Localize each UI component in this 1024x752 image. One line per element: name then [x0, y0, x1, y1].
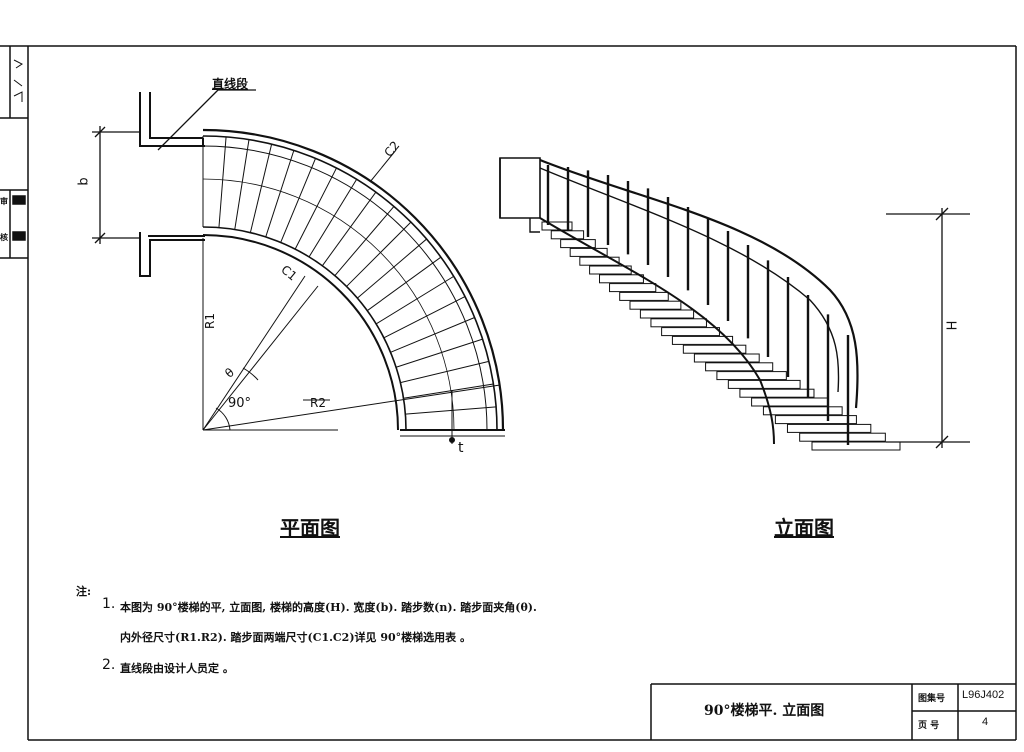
- tread-line: [357, 238, 427, 299]
- tread-line: [334, 206, 395, 276]
- stair-step: [727, 379, 801, 389]
- tread-line: [400, 360, 489, 384]
- thickness-dim-point: [449, 437, 455, 443]
- tread-line: [294, 167, 337, 250]
- tread-line: [280, 158, 316, 243]
- margin-stamp-1: 审: [0, 197, 8, 206]
- plan-dimension-b: [92, 126, 140, 244]
- sheet-frame: [0, 45, 1017, 741]
- note-2-line: 直线段由设计人员定 。: [120, 662, 234, 675]
- landing-wall: [139, 232, 205, 277]
- stair-step: [599, 274, 644, 284]
- note-1-line-1: 本图为 90°楼梯的平, 立面图, 楼梯的高度(H). 宽度(b). 踏步数(n…: [120, 601, 537, 614]
- stair-step: [716, 371, 787, 381]
- drawing-title: 90°楼梯平. 立面图: [704, 703, 825, 719]
- stair-step: [799, 432, 886, 442]
- c2-guide-line: [369, 149, 397, 183]
- page-number-label: 页 号: [918, 721, 940, 731]
- stair-step: [639, 309, 695, 319]
- stair-step: [682, 344, 747, 354]
- tread-line: [405, 406, 497, 415]
- landing-beam: [529, 218, 540, 233]
- c1-guide-line: [202, 275, 306, 431]
- stair-step: [811, 441, 901, 451]
- stair-step: [671, 335, 734, 345]
- page-number-value: 4: [982, 716, 989, 728]
- atlas-number-label: 图集号: [918, 694, 946, 704]
- tread-line: [321, 191, 377, 267]
- tread-line: [390, 317, 475, 353]
- r2-label: R2: [310, 396, 326, 410]
- inner-handrail-arc: [202, 226, 407, 431]
- tread-line: [395, 338, 483, 368]
- stair-step: [619, 291, 669, 301]
- inner-handrail: [539, 167, 840, 393]
- landing-wall: [149, 92, 203, 139]
- note-1-number: 1.: [102, 596, 116, 612]
- stair-step: [786, 423, 872, 433]
- stair-step: [739, 388, 815, 398]
- margin-stamp-2: 核: [0, 233, 8, 242]
- tread-line: [234, 139, 250, 230]
- stair-step: [661, 327, 720, 337]
- elevation-view: [499, 157, 901, 451]
- stair-step: [560, 239, 596, 249]
- tread-line: [403, 383, 494, 399]
- angle-arc: [215, 407, 231, 431]
- elevation-dimension-h: [886, 207, 970, 449]
- atlas-number-value: L96J402: [962, 689, 1005, 701]
- t-label: t: [458, 440, 464, 456]
- elevation-title: 立面图: [774, 516, 834, 540]
- tread-line: [346, 221, 412, 287]
- stair-step: [762, 406, 843, 416]
- tread-line: [366, 256, 442, 312]
- tread-line: [308, 179, 358, 258]
- straight-segment-leader: [157, 89, 256, 151]
- stair-step: [589, 265, 632, 275]
- tread-line: [249, 144, 273, 233]
- tread-line: [218, 136, 227, 228]
- stair-step: [609, 283, 657, 293]
- theta-arc: [242, 367, 259, 381]
- outer-handrail: [539, 158, 859, 409]
- plan-view: [139, 92, 505, 444]
- stair-step: [705, 362, 774, 372]
- stair-step: [579, 256, 620, 266]
- title-block: [650, 683, 1016, 740]
- tread-line: [383, 296, 466, 339]
- note-1-line-2: 内外径尺寸(R1.R2). 踏步面两端尺寸(C1.C2)详见 90°楼梯选用表 …: [120, 631, 472, 644]
- outer-stringer-arc: [202, 128, 505, 431]
- top-landing: [499, 157, 541, 219]
- walk-line-arc: [202, 178, 455, 431]
- stair-step: [569, 247, 608, 257]
- stair-step: [550, 230, 585, 240]
- dimension-b-label: b: [76, 177, 92, 186]
- stair-step: [541, 221, 573, 231]
- stair-step: [650, 318, 707, 328]
- inner-stringer-arc: [202, 234, 399, 431]
- dimension-h-label: H: [945, 320, 961, 331]
- note-2-number: 2.: [102, 657, 116, 673]
- stair-step: [751, 397, 829, 407]
- stair-step: [774, 415, 857, 425]
- stair-step: [629, 300, 682, 310]
- tread-line: [375, 275, 454, 325]
- radius-r2-line: [202, 384, 501, 431]
- outer-walk-line-arc: [202, 145, 488, 431]
- landing-wall: [139, 92, 205, 147]
- plan-title: 平面图: [280, 516, 340, 540]
- tread-line: [265, 150, 295, 238]
- r1-label: R1: [202, 313, 217, 329]
- angle-90-label: 90°: [228, 396, 252, 411]
- stair-step: [693, 353, 760, 363]
- straight-segment-label: 直线段: [212, 77, 249, 91]
- notes-heading: 注:: [76, 585, 92, 598]
- c1-guide-line: [202, 285, 319, 431]
